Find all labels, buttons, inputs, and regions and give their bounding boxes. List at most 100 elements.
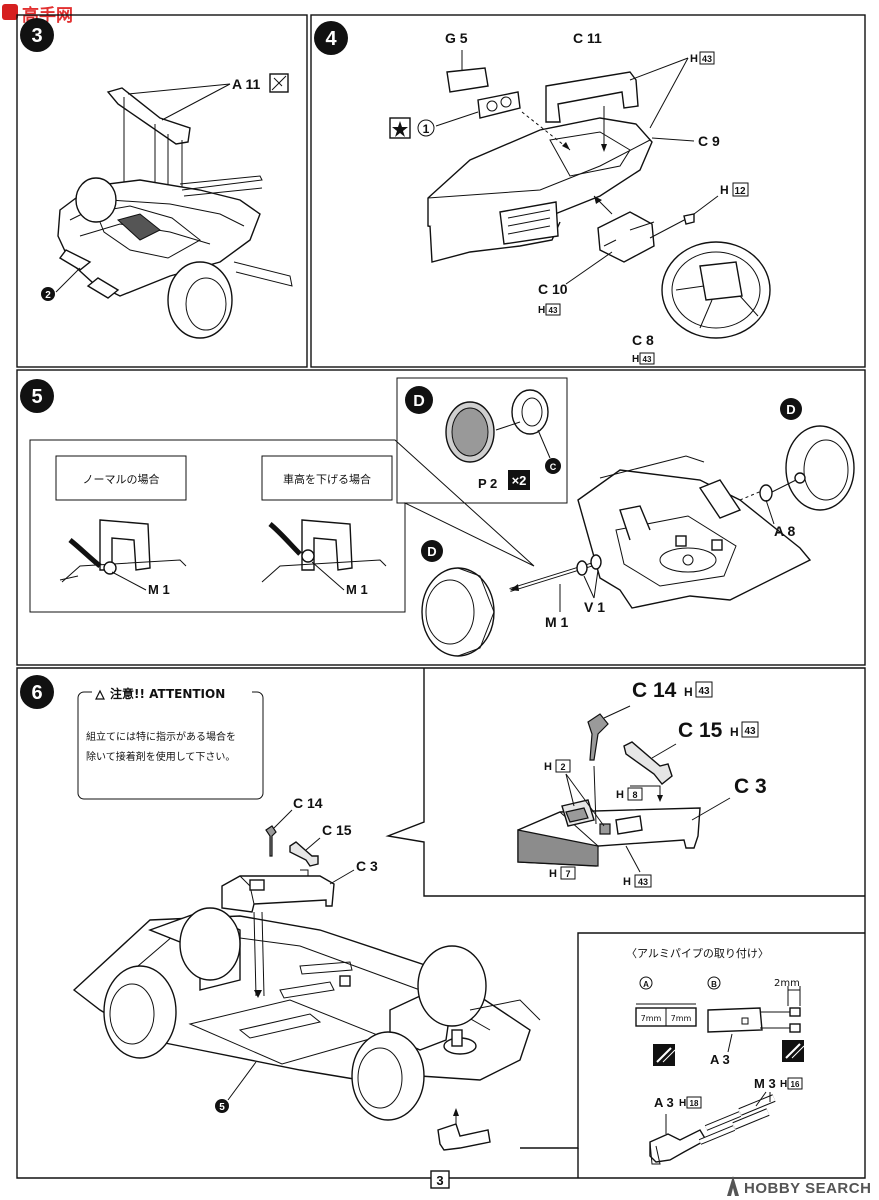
label-c10: C 10 (538, 281, 568, 297)
step6-number: 6 (31, 682, 42, 704)
label-a8: A 8 (774, 523, 795, 539)
zoom-label-h43-num: 43 (638, 877, 648, 887)
pipe-title: 〈アルミパイプの取り付け〉 (626, 947, 769, 960)
inset-d-badge (405, 386, 433, 414)
tire-assembly-inset (396, 377, 568, 504)
step3-number-badge (20, 18, 54, 52)
pipe-a3-bracket (707, 1007, 763, 1033)
zoom-label-h2: H (544, 761, 552, 773)
part-c10 (597, 211, 655, 263)
step4-number: 4 (325, 28, 337, 50)
step4-number-badge (314, 21, 348, 55)
label-c14: C 14 (293, 795, 323, 811)
ref-2-badge (41, 287, 55, 301)
pipe-7mm-left: 7mm (641, 1014, 662, 1023)
step3-number: 3 (31, 25, 42, 47)
zoom-detail-box (385, 668, 865, 897)
attention-box (77, 691, 264, 800)
ref-5: 5 (219, 1102, 225, 1113)
step5-number: 5 (31, 386, 42, 408)
label-c11: C 11 (573, 30, 602, 46)
step6-number-badge (20, 675, 54, 709)
label-c8: C 8 (632, 332, 654, 348)
zoom-label-c14-hnum: 43 (698, 686, 710, 697)
pipe-label-a3-h: A 3 (654, 1095, 674, 1110)
label-h43-top: H (690, 53, 698, 65)
panel-borders (16, 14, 866, 1179)
label-c3: C 3 (356, 858, 378, 874)
part-c14 (265, 825, 277, 857)
zoom-label-h8: H (616, 789, 624, 801)
attention-title: 注意!! ATTENTION (110, 686, 225, 701)
page-number: 3 (436, 1173, 443, 1188)
label-c10-hnum: 43 (549, 306, 558, 315)
zoom-label-c14: C 14 (632, 679, 677, 702)
cut-tool-icon-b (782, 1040, 805, 1062)
attention-line1: 組立てには特に指示がある場合を (86, 730, 236, 743)
step5-panel: 5 ノーマルの場合 車高を下げる場合 M 1 M 1 D P 2 ×2 (20, 377, 855, 657)
star-decal-icon (389, 117, 411, 139)
label-v1: V 1 (584, 599, 605, 615)
zoom-label-c15-hnum: 43 (744, 726, 756, 737)
pipe-label-m3-h: H (780, 1079, 787, 1090)
label-h43-top-num: 43 (702, 54, 712, 64)
pipe-label-a3-hh: H (679, 1098, 686, 1109)
zoom-label-c3: C 3 (734, 775, 767, 798)
pipe-label-b: B (711, 980, 717, 989)
part-gauge-decal (477, 91, 521, 119)
label-h12-num: 12 (734, 186, 746, 197)
part-c3 (221, 875, 335, 913)
zoom-label-h7-num: 7 (565, 869, 570, 879)
ref-5-badge (215, 1099, 229, 1113)
decal-1: 1 (423, 122, 430, 136)
part-g5 (446, 67, 489, 93)
inset-d-label: D (413, 393, 425, 410)
pipe-label-a3-hnum: 18 (690, 1099, 699, 1108)
zoom-part-c15 (623, 741, 673, 785)
normal-case-label: ノーマルの場合 (83, 472, 160, 486)
warning-icon (95, 689, 105, 700)
cut-tool-icon-a (653, 1044, 676, 1066)
footer-brand: HOBBY SEARCH (744, 1180, 871, 1197)
ref-2: 2 (45, 290, 51, 301)
zoom-label-h8-num: 8 (632, 790, 637, 800)
part-a3-small (437, 1123, 491, 1151)
zoom-label-c15-h: H (730, 725, 739, 739)
zoom-label-h7: H (549, 868, 557, 880)
pipe-7mm-right: 7mm (671, 1014, 692, 1023)
pipe-label-m3-hnum: 16 (791, 1080, 800, 1089)
label-d-left: D (427, 544, 436, 559)
lowered-case-label: 車高を下げる場合 (283, 472, 371, 486)
pipe-label-m3: M 3 (754, 1076, 776, 1091)
step4-panel: 4 G 5 1 C 11 H 43 C 9 (314, 21, 771, 365)
pipe-2mm: 2mm (774, 978, 800, 989)
label-g5: G 5 (445, 30, 468, 46)
rear-chassis (577, 469, 812, 609)
part-c11 (545, 71, 639, 123)
pipe-label-a: A (643, 980, 649, 989)
zoom-part-c14 (587, 713, 609, 761)
label-m1-axle: M 1 (545, 614, 569, 630)
no-glue-icon (269, 73, 289, 93)
aluminum-pipe-box (520, 932, 865, 1149)
part-c15 (289, 841, 319, 867)
pipe-assembly-a3 (649, 1129, 707, 1163)
zoom-label-h2-num: 2 (560, 762, 565, 772)
label-p2: P 2 (478, 476, 497, 491)
step6-panel: 6 注意!! ATTENTION 組立てには特に指示がある場合を 除いて接着剤を… (20, 668, 865, 1178)
pipe-label-a3: A 3 (710, 1052, 730, 1067)
page-footer: 3 HOBBY SEARCH (430, 1170, 871, 1197)
page-number-box (430, 1170, 450, 1189)
zoom-label-c15: C 15 (678, 719, 723, 742)
label-m1-lowered: M 1 (346, 582, 368, 597)
label-c15: C 15 (322, 822, 352, 838)
label-c10-h: H (538, 305, 545, 316)
label-c8-hnum: 43 (643, 355, 652, 364)
zoom-label-h43: H (623, 876, 631, 888)
label-d-right: D (786, 402, 795, 417)
zoom-label-c14-h: H (684, 685, 693, 699)
label-c9: C 9 (698, 133, 720, 149)
label-c8-h: H (632, 354, 639, 365)
part-a11 (106, 87, 191, 145)
